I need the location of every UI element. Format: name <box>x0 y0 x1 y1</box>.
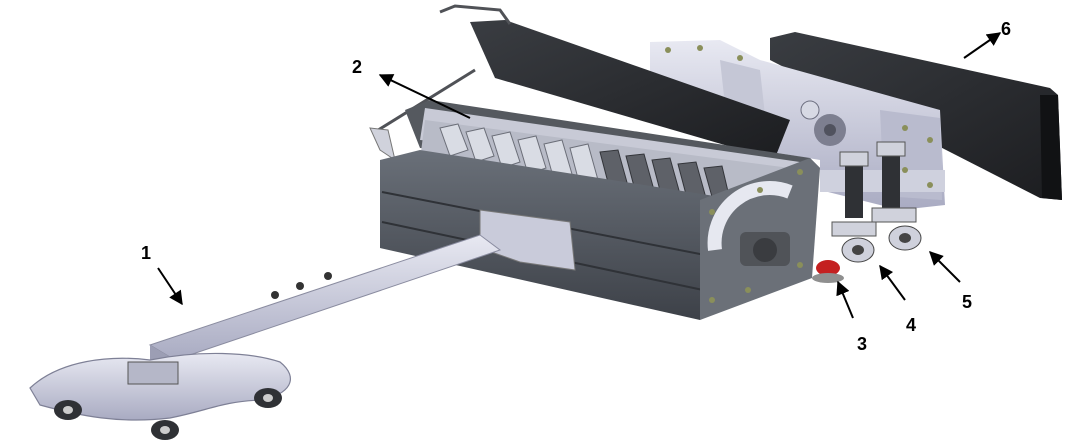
callout-arrow-2 <box>378 74 471 119</box>
red-caster <box>812 260 844 283</box>
callout-number-1: 1 <box>141 243 151 263</box>
callout-arrow-4 <box>879 264 906 301</box>
housing-top <box>405 100 820 175</box>
callout-number-6: 6 <box>1001 19 1011 39</box>
callout-number-2: 2 <box>352 57 362 77</box>
callout-arrows <box>157 32 1002 319</box>
caster-wheel-4 <box>831 221 877 263</box>
tow-bar <box>148 209 576 375</box>
callout-arrow-6 <box>963 32 1002 59</box>
tow-base-plate <box>29 352 291 440</box>
rotor-blades <box>420 120 790 205</box>
callout-number-5: 5 <box>962 292 972 312</box>
callout-number-4: 4 <box>906 315 916 335</box>
callout-number-3: 3 <box>857 334 867 354</box>
callout-arrow-3 <box>836 280 854 319</box>
caster-wheel-5 <box>871 207 922 251</box>
open-lid <box>369 4 790 162</box>
callout-arrow-1 <box>157 267 183 306</box>
callout-arrow-5 <box>929 251 961 283</box>
height-adjusters <box>839 141 906 218</box>
